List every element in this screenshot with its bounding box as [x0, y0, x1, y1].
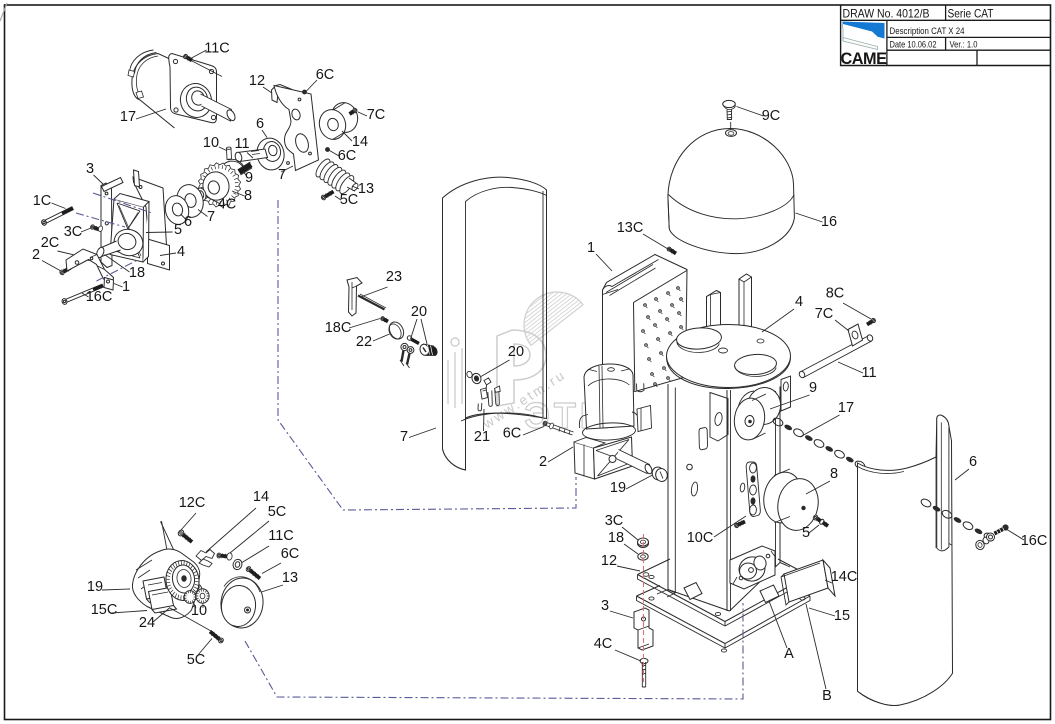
svg-text:11C: 11C — [204, 41, 230, 57]
svg-text:3C: 3C — [64, 224, 83, 240]
svg-text:11: 11 — [861, 365, 876, 381]
svg-text:5: 5 — [174, 222, 182, 238]
svg-text:Date 10.06.02: Date 10.06.02 — [890, 40, 937, 50]
svg-text:12: 12 — [249, 73, 265, 89]
svg-text:CAME: CAME — [841, 50, 887, 68]
svg-text:3C: 3C — [605, 513, 624, 529]
svg-text:15: 15 — [834, 608, 850, 624]
svg-text:15C: 15C — [91, 602, 118, 618]
svg-text:19: 19 — [87, 579, 103, 595]
svg-text:7C: 7C — [815, 306, 834, 322]
svg-text:17: 17 — [120, 109, 136, 125]
svg-text:5C: 5C — [268, 504, 287, 520]
svg-text:8C: 8C — [826, 286, 845, 302]
svg-text:5C: 5C — [187, 652, 206, 668]
svg-text:17: 17 — [838, 400, 854, 416]
svg-text:19: 19 — [610, 480, 626, 496]
svg-text:2C: 2C — [41, 235, 60, 251]
svg-text:4C: 4C — [594, 636, 613, 652]
svg-text:9C: 9C — [762, 108, 781, 124]
svg-text:4: 4 — [795, 294, 803, 310]
svg-text:DRAW No. 4012/B: DRAW No. 4012/B — [843, 6, 930, 20]
svg-text:6C: 6C — [338, 148, 357, 164]
svg-text:22: 22 — [356, 334, 372, 350]
svg-text:16: 16 — [821, 214, 837, 230]
svg-text:A: A — [784, 646, 794, 662]
svg-text:9: 9 — [809, 380, 817, 396]
svg-text:23: 23 — [386, 269, 402, 285]
svg-text:Description CAT X 24: Description CAT X 24 — [890, 26, 965, 36]
svg-text:5: 5 — [802, 525, 810, 541]
svg-text:24: 24 — [139, 615, 155, 631]
svg-text:5C: 5C — [340, 192, 359, 208]
svg-text:7: 7 — [400, 429, 408, 445]
svg-text:6C: 6C — [316, 67, 335, 83]
svg-text:6C: 6C — [281, 546, 300, 562]
svg-text:16C: 16C — [86, 289, 113, 305]
svg-text:13C: 13C — [617, 220, 644, 236]
svg-text:2: 2 — [539, 454, 547, 470]
svg-text:18C: 18C — [325, 320, 352, 336]
svg-text:3: 3 — [601, 598, 609, 614]
svg-text:13: 13 — [282, 570, 298, 586]
svg-text:Ver.: 1.0: Ver.: 1.0 — [950, 40, 978, 50]
svg-text:6: 6 — [184, 214, 192, 230]
svg-text:12C: 12C — [179, 495, 206, 511]
svg-text:11C: 11C — [268, 528, 294, 544]
svg-text:Serie CAT: Serie CAT — [948, 6, 994, 20]
svg-text:12: 12 — [601, 553, 617, 569]
svg-text:10C: 10C — [687, 530, 714, 546]
svg-text:1: 1 — [587, 240, 595, 256]
svg-text:14: 14 — [253, 489, 269, 505]
svg-text:6: 6 — [256, 116, 264, 132]
svg-text:14C: 14C — [831, 569, 858, 585]
svg-text:10: 10 — [191, 603, 207, 619]
svg-text:7C: 7C — [367, 107, 386, 123]
svg-text:4C: 4C — [218, 197, 237, 213]
svg-text:14: 14 — [352, 134, 368, 150]
svg-text:13: 13 — [358, 181, 374, 197]
svg-text:6: 6 — [969, 454, 977, 470]
svg-text:10: 10 — [203, 135, 219, 151]
svg-text:7: 7 — [207, 209, 215, 225]
svg-text:4: 4 — [177, 244, 185, 260]
svg-text:B: B — [822, 688, 832, 704]
svg-text:1C: 1C — [33, 193, 52, 209]
svg-text:1: 1 — [122, 279, 130, 295]
svg-text:2: 2 — [32, 247, 40, 263]
svg-text:21: 21 — [474, 429, 490, 445]
svg-text:16C: 16C — [1021, 533, 1048, 549]
svg-text:20: 20 — [411, 304, 427, 320]
svg-text:18: 18 — [608, 530, 624, 546]
svg-text:8: 8 — [830, 466, 838, 482]
svg-text:8: 8 — [244, 188, 252, 204]
svg-text:20: 20 — [508, 344, 524, 360]
svg-text:9: 9 — [245, 170, 253, 186]
svg-text:7: 7 — [278, 167, 286, 183]
svg-text:11: 11 — [234, 136, 249, 152]
svg-text:6C: 6C — [503, 426, 522, 442]
svg-text:18: 18 — [129, 265, 145, 281]
svg-text:3: 3 — [86, 161, 94, 177]
